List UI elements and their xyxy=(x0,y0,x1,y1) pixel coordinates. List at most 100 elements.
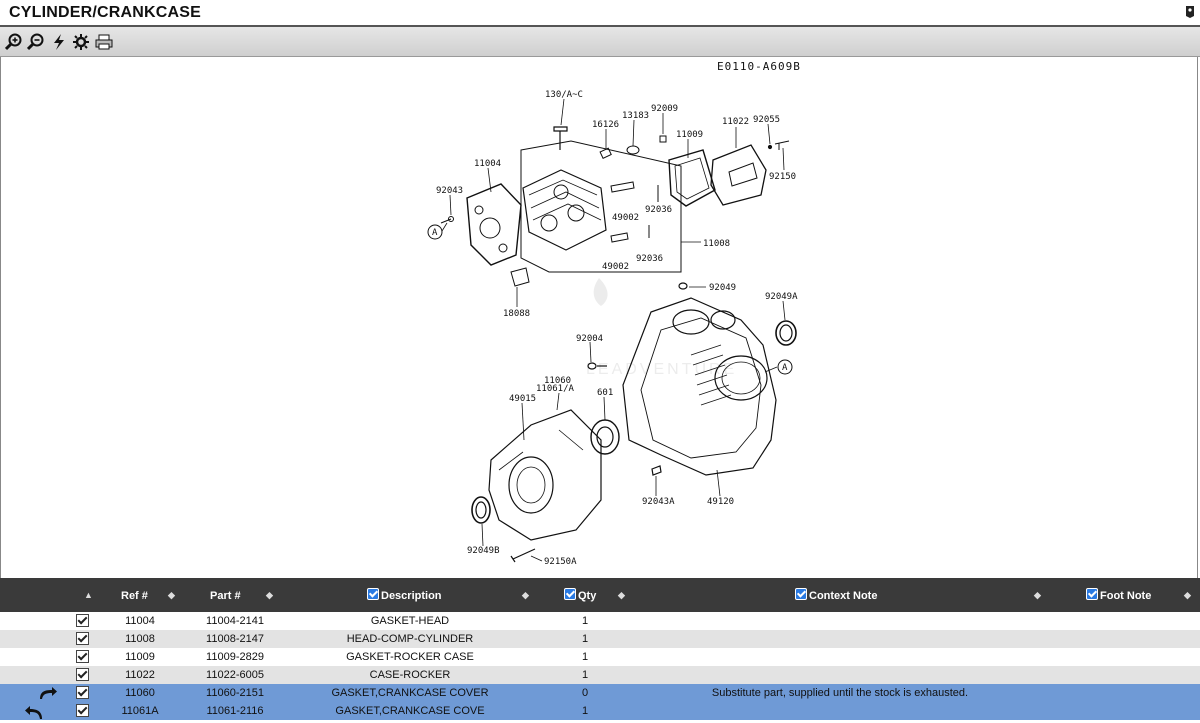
svg-text:LEADVENTURE: LEADVENTURE xyxy=(586,361,737,378)
col-description: Description xyxy=(381,590,442,602)
row-checkbox[interactable] xyxy=(76,650,89,663)
row-checkbox[interactable] xyxy=(76,668,89,681)
sort-icon[interactable]: ◆ xyxy=(266,590,273,600)
table-header: ▲ Ref # ◆ Part # ◆ Description ◆ Qty ◆ C… xyxy=(0,578,1200,612)
description-cell: GASKET,CRANKCASE COVER xyxy=(331,687,489,699)
col-qty-wrap[interactable]: Qty xyxy=(564,578,596,612)
part-label[interactable]: 49120 xyxy=(707,497,734,507)
part-label[interactable]: 92150 xyxy=(769,172,796,182)
crankcase-assembly[interactable] xyxy=(471,282,797,563)
description-cell: HEAD-COMP-CYLINDER xyxy=(346,633,474,645)
diagram-code: E0110-A609B xyxy=(717,60,801,73)
ref-cell: 11008 xyxy=(125,633,155,645)
row-checkbox[interactable] xyxy=(76,704,89,717)
part-label[interactable]: 601 xyxy=(597,388,613,398)
part-label[interactable]: 92043A xyxy=(642,497,675,507)
col-part[interactable]: Part # xyxy=(210,590,241,602)
qty-cell: 1 xyxy=(581,615,589,627)
parts-table: ▲ Ref # ◆ Part # ◆ Description ◆ Qty ◆ C… xyxy=(0,578,1200,720)
part-label[interactable]: 11004 xyxy=(474,159,501,169)
part-label[interactable]: 11009 xyxy=(676,130,703,140)
table-row[interactable]: 11060 11060-2151 GASKET,CRANKCASE COVER … xyxy=(0,684,1200,702)
sort-icon[interactable]: ◆ xyxy=(1034,590,1041,600)
info-icon[interactable] xyxy=(1184,5,1196,19)
marker-a: A xyxy=(777,359,793,375)
part-label[interactable]: 18088 xyxy=(503,309,530,319)
part-label[interactable]: 92036 xyxy=(645,205,672,215)
parts-diagram[interactable]: LEADVENTURE E0110-A609B xyxy=(0,57,1198,578)
part-cell: 11008-2147 xyxy=(206,633,264,645)
description-cell: GASKET-HEAD xyxy=(370,615,450,627)
part-label[interactable]: 49002 xyxy=(602,262,629,272)
part-label[interactable]: 11008 xyxy=(703,239,730,249)
part-cell: 11060-2151 xyxy=(206,687,264,699)
sort-icon[interactable]: ▲ xyxy=(84,590,93,600)
part-label[interactable]: 11061/A xyxy=(536,384,575,394)
row-checkbox[interactable] xyxy=(76,632,89,645)
print-icon[interactable] xyxy=(95,33,113,51)
watermark-logo: LEADVENTURE xyxy=(586,278,737,378)
foot-note-checkbox[interactable] xyxy=(1086,588,1098,600)
part-label[interactable]: 49002 xyxy=(612,213,639,223)
col-ref[interactable]: Ref # xyxy=(121,590,148,602)
part-label[interactable]: 13183 xyxy=(622,111,649,121)
ref-cell: 11061A xyxy=(121,705,159,717)
col-description-wrap[interactable]: Description xyxy=(367,578,442,612)
qty-cell: 0 xyxy=(581,687,589,699)
ref-cell: 11009 xyxy=(125,651,155,663)
part-label[interactable]: 11060 xyxy=(544,376,571,386)
qty-checkbox[interactable] xyxy=(564,588,576,600)
zoom-out-icon[interactable] xyxy=(27,33,45,51)
part-label[interactable]: 49015 xyxy=(509,394,536,404)
part-label[interactable]: 92009 xyxy=(651,104,678,114)
col-qty: Qty xyxy=(578,590,597,602)
head-assembly[interactable] xyxy=(440,126,790,287)
marker-a-label: A xyxy=(432,228,438,238)
sort-icon[interactable]: ◆ xyxy=(168,590,175,600)
fit-icon[interactable] xyxy=(50,33,68,51)
part-cell: 11061-2116 xyxy=(206,705,264,717)
qty-cell: 1 xyxy=(581,705,589,717)
col-context-wrap[interactable]: Context Note xyxy=(795,578,877,612)
table-row[interactable]: 11061A 11061-2116 GASKET,CRANKCASE COVE … xyxy=(0,702,1200,720)
part-label[interactable]: 92049 xyxy=(709,283,736,293)
description-cell: GASKET,CRANKCASE COVE xyxy=(335,705,485,717)
settings-icon[interactable] xyxy=(72,33,90,51)
part-label[interactable]: 92055 xyxy=(753,115,780,125)
description-checkbox[interactable] xyxy=(367,588,379,600)
part-label[interactable]: 92043 xyxy=(436,186,463,196)
table-row[interactable]: 11004 11004-2141 GASKET-HEAD 1 xyxy=(0,612,1200,630)
col-context: Context Note xyxy=(809,590,878,602)
part-label[interactable]: 92004 xyxy=(576,334,603,344)
leader-lines xyxy=(441,98,786,562)
sort-icon[interactable]: ◆ xyxy=(1184,590,1191,600)
sort-icon[interactable]: ◆ xyxy=(618,590,625,600)
part-label[interactable]: 130/A~C xyxy=(545,90,583,100)
part-label[interactable]: 16126 xyxy=(592,120,619,130)
part-label[interactable]: 92036 xyxy=(636,254,663,264)
forward-arrow-icon[interactable] xyxy=(22,684,62,702)
marker-a-label: A xyxy=(782,363,788,373)
description-cell: CASE-ROCKER xyxy=(369,669,451,681)
col-foot-wrap[interactable]: Foot Note xyxy=(1086,578,1151,612)
zoom-in-icon[interactable] xyxy=(5,33,23,51)
table-row[interactable]: 11008 11008-2147 HEAD-COMP-CYLINDER 1 xyxy=(0,630,1200,648)
sort-icon[interactable]: ◆ xyxy=(522,590,529,600)
ref-cell: 11022 xyxy=(125,669,155,681)
context-note-checkbox[interactable] xyxy=(795,588,807,600)
part-cell: 11009-2829 xyxy=(206,651,264,663)
table-row[interactable]: 11009 11009-2829 GASKET-ROCKER CASE 1 xyxy=(0,648,1200,666)
row-checkbox[interactable] xyxy=(76,614,89,627)
part-label[interactable]: 92150A xyxy=(544,557,577,567)
qty-cell: 1 xyxy=(581,669,589,681)
row-checkbox[interactable] xyxy=(76,686,89,699)
part-label[interactable]: 92049B xyxy=(467,546,500,556)
part-cell: 11022-6005 xyxy=(206,669,264,681)
back-arrow-icon[interactable] xyxy=(22,702,62,720)
context-note-cell: Substitute part, supplied until the stoc… xyxy=(711,687,969,699)
ref-cell: 11004 xyxy=(125,615,155,627)
toolbar xyxy=(0,27,1200,57)
part-label[interactable]: 11022 xyxy=(722,117,749,127)
table-row[interactable]: 11022 11022-6005 CASE-ROCKER 1 xyxy=(0,666,1200,684)
part-label[interactable]: 92049A xyxy=(765,292,798,302)
